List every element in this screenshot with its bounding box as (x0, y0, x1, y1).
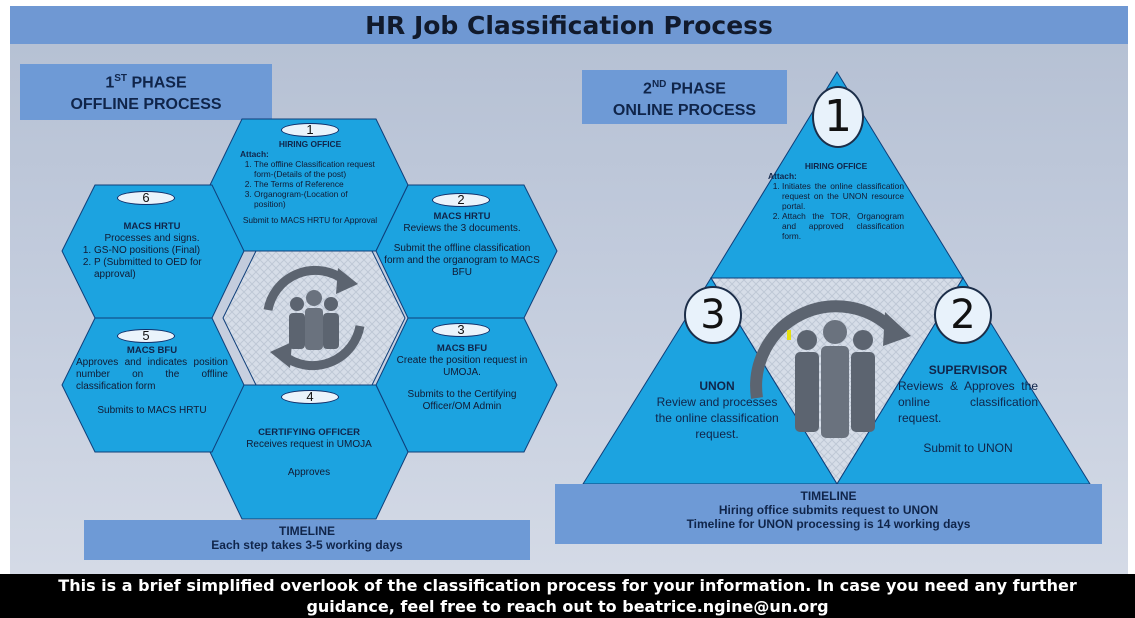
phase1-timeline: TIMELINE Each step takes 3-5 working day… (84, 520, 530, 560)
phase2-header: 2ND PHASE ONLINE PROCESS (582, 70, 787, 124)
step-4-heading: CERTIFYING OFFICER (258, 427, 360, 438)
step-3-text: MACS BFU Create the position request in … (384, 343, 540, 413)
step-5-line2: Submits to MACS HRTU (97, 405, 207, 416)
step-1-item: The offline Classification request form-… (254, 159, 380, 179)
step-2-text: MACS HRTU Reviews the 3 documents. Submi… (384, 211, 540, 279)
step-6-item: GS-NO positions (Final) (94, 245, 228, 257)
phase2-step-2-text: SUPERVISOR Reviews & Approves the online… (898, 362, 1038, 456)
phase2-step-2-number: 2 (934, 286, 992, 344)
phase1-subheading: OFFLINE PROCESS (70, 96, 222, 114)
step-4-text: CERTIFYING OFFICER Receives request in U… (236, 427, 382, 479)
step-6-text: MACS HRTU Processes and signs. GS-NO pos… (76, 221, 228, 281)
phase2-step-1-attach-label: Attach: (768, 171, 797, 181)
phase1-heading: 1ST PHASE (105, 73, 187, 92)
phase2-step-3-text: UNON Review and processes the online cla… (652, 378, 782, 442)
step-1-heading: HIRING OFFICE (278, 139, 342, 149)
step-1-item: The Terms of Reference (254, 179, 380, 189)
phase2-timeline-line2: Timeline for UNON processing is 14 worki… (686, 517, 971, 531)
phase2-step-2-note: Submit to UNON (923, 441, 1013, 455)
step-1-attach-label: Attach: (240, 149, 269, 159)
step-2-number: 2 (432, 193, 490, 207)
step-1-text: HIRING OFFICE Attach: The offline Classi… (240, 139, 380, 225)
step-1-note: Submit to MACS HRTU for Approval (242, 215, 378, 225)
step-5-number: 5 (117, 329, 175, 343)
phase2-step-2-body: Reviews & Approves the online classifica… (898, 379, 1038, 425)
step-3-line1: Create the position request in UMOJA. (396, 355, 528, 378)
phase2-step-3-number: 3 (684, 286, 742, 344)
phase2-timeline-line1: Hiring office submits request to UNON (718, 503, 939, 517)
phase1-timeline-label: TIMELINE (279, 524, 335, 538)
step-3-number: 3 (432, 323, 490, 337)
phase2-step-1-text: HIRING OFFICE Attach: Initiates the onli… (768, 161, 904, 241)
step-3-line2: Submits to the Certifying Officer/OM Adm… (407, 389, 517, 412)
phase2-step-3-body: Review and processes the online classifi… (655, 395, 779, 441)
phase2-step-1-heading: HIRING OFFICE (804, 161, 868, 171)
footer-line2: guidance, feel free to reach out to beat… (306, 597, 829, 616)
step-5-line1: Approves and indicates position number o… (76, 357, 228, 392)
page-title: HR Job Classification Process (365, 10, 773, 40)
phase2-step-2-heading: SUPERVISOR (928, 363, 1008, 377)
step-4-line1: Receives request in UMOJA (246, 439, 372, 450)
phase2-step-3-heading: UNON (699, 379, 735, 393)
phase2-step-1-item: Initiates the online classification requ… (782, 181, 904, 211)
step-4-number: 4 (281, 390, 339, 404)
phase2-timeline: TIMELINE Hiring office submits request t… (555, 484, 1102, 544)
phase2-heading: 2ND PHASE (643, 79, 726, 98)
step-6-item: P (Submitted to OED for approval) (94, 257, 228, 281)
title-bar: HR Job Classification Process (10, 6, 1128, 44)
step-5-text: MACS BFU Approves and indicates position… (76, 345, 228, 417)
phase2-subheading: ONLINE PROCESS (612, 102, 757, 120)
step-1-number: 1 (281, 123, 339, 137)
step-6-heading: MACS HRTU (123, 221, 181, 232)
step-2-line1: Reviews the 3 documents. (403, 223, 521, 234)
phase2-step-1-item: Attach the TOR, Organogram and approved … (782, 211, 904, 241)
step-1-item: Organogram-(Location of position) (254, 189, 380, 209)
step-3-heading: MACS BFU (436, 343, 488, 354)
step-5-heading: MACS BFU (126, 345, 178, 356)
phase1-header: 1ST PHASE OFFLINE PROCESS (20, 64, 272, 120)
phase2-timeline-label: TIMELINE (800, 489, 857, 503)
step-2-line2: Submit the offline classification form a… (384, 243, 540, 278)
footer-line1: This is a brief simplified overlook of t… (58, 576, 1077, 595)
phase1-timeline-text: Each step takes 3-5 working days (211, 538, 403, 552)
phase2-step-1-number: 1 (812, 86, 864, 148)
step-4-line2: Approves (287, 467, 331, 478)
step-2-heading: MACS HRTU (433, 211, 491, 222)
step-6-line1: Processes and signs. (104, 233, 200, 244)
step-6-number: 6 (117, 191, 175, 205)
footer-banner: This is a brief simplified overlook of t… (0, 574, 1135, 618)
